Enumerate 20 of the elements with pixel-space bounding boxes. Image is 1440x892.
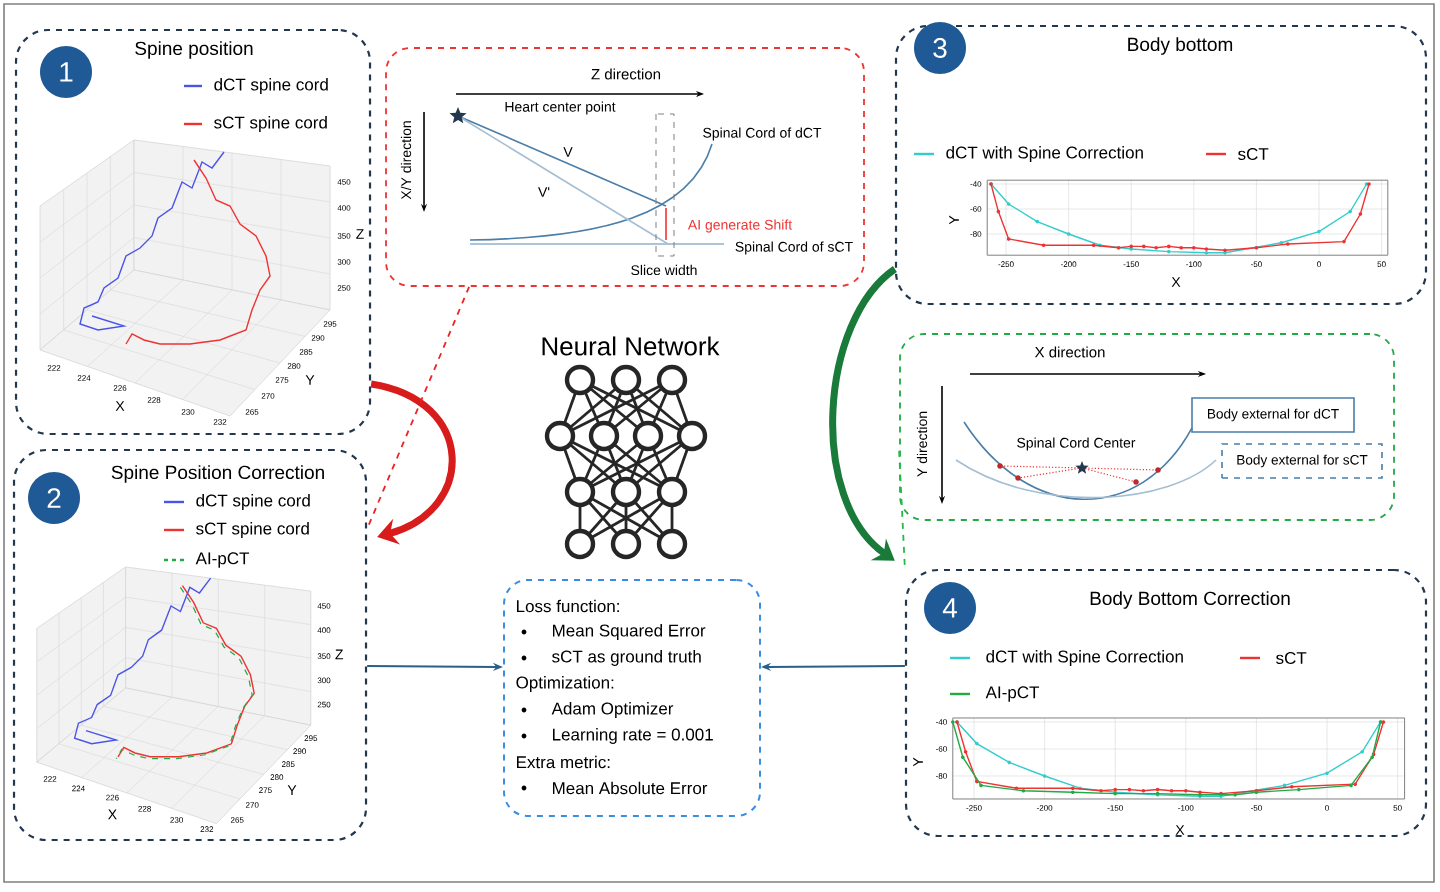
number-badge: 4 [924, 582, 976, 634]
arrow [829, 266, 898, 561]
legend-entry: sCT [1206, 148, 1269, 160]
leader-line [898, 450, 906, 570]
number-badge: 1 [40, 46, 92, 98]
text-box: Loss function: Mean Squared Error sCT as ground truth Optimization: Adam Optimizer Learning rate = 0.001 Extra metric: Mean Absolute Error [503, 579, 761, 817]
legend-entry: sCT spine cord [184, 116, 327, 132]
arrow [370, 380, 456, 545]
legend-entry: dCT with Spine Correction [950, 650, 1183, 666]
legend-entry: sCT [1240, 652, 1307, 664]
legend-entry: sCT spine cord [164, 522, 309, 538]
legend-entry: AI-pCT [164, 552, 250, 568]
chart-title: Neural Network [542, 336, 720, 356]
leader-line [366, 286, 470, 530]
legend-entry: AI-pCT [950, 686, 1040, 702]
legend-entry: dCT spine cord [184, 78, 328, 94]
legend-entry: dCT with Spine Correction [914, 146, 1143, 162]
legend-entry: dCT spine cord [164, 494, 310, 510]
number-badge: 3 [914, 22, 966, 74]
number-badge: 2 [28, 472, 80, 524]
